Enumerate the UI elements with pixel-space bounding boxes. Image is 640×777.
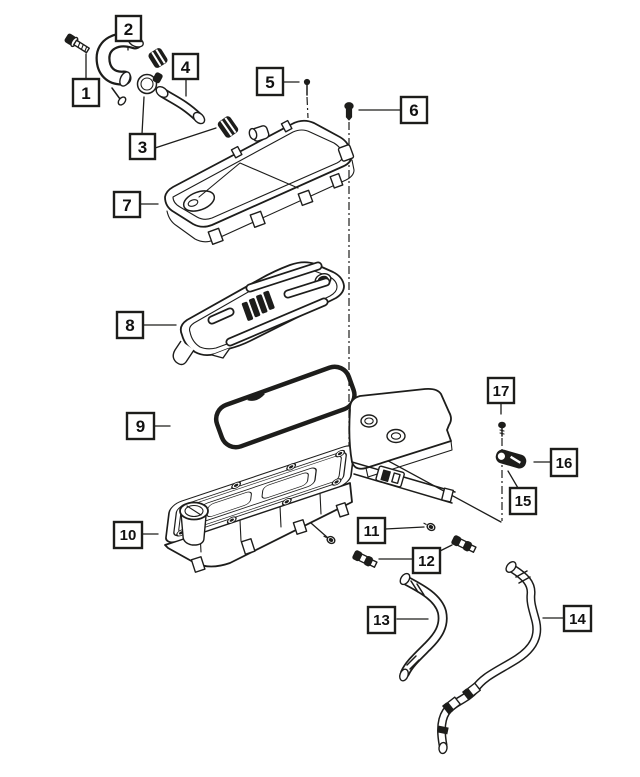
svg-text:5: 5	[265, 73, 274, 92]
callout-15[interactable]: 15	[508, 486, 538, 516]
pcv-tube-part	[436, 561, 542, 755]
leader-lines	[85, 40, 565, 620]
callouts: 1 2 3 4 5 6 7 8	[71, 14, 593, 635]
svg-text:4: 4	[181, 58, 191, 77]
svg-text:16: 16	[556, 455, 573, 472]
svg-text:15: 15	[515, 493, 532, 510]
bolt-part	[64, 33, 90, 54]
grommet-pin-parts	[323, 522, 436, 545]
svg-text:7: 7	[122, 196, 131, 215]
breather-hose-part	[155, 85, 206, 125]
callout-8[interactable]: 8	[115, 310, 145, 340]
svg-text:14: 14	[569, 611, 586, 628]
callout-2[interactable]: 2	[114, 14, 143, 43]
vent-hose-part	[399, 572, 448, 682]
side-rail	[351, 461, 456, 504]
svg-text:10: 10	[120, 527, 137, 544]
svg-text:11: 11	[364, 523, 380, 540]
callout-1[interactable]: 1	[71, 77, 101, 108]
svg-text:8: 8	[125, 316, 134, 335]
stud-pin-part	[303, 78, 311, 96]
bolt-bosses	[176, 449, 346, 537]
hose-fitting-parts	[352, 535, 477, 568]
insulator-cover-part	[172, 261, 345, 366]
callout-7[interactable]: 7	[112, 190, 142, 219]
callout-4[interactable]: 4	[171, 52, 200, 81]
svg-text:3: 3	[138, 138, 147, 157]
flange-plate	[348, 387, 453, 478]
gasket-part	[213, 364, 357, 450]
screw-part	[344, 102, 354, 121]
callout-9[interactable]: 9	[125, 411, 156, 441]
svg-text:1: 1	[81, 84, 90, 103]
callout-6[interactable]: 6	[399, 95, 429, 125]
svg-text:9: 9	[136, 417, 145, 436]
callout-11[interactable]: 11	[356, 516, 387, 545]
callout-13[interactable]: 13	[366, 605, 397, 635]
harness-clip-part	[495, 449, 527, 469]
svg-text:12: 12	[418, 553, 435, 570]
callout-5[interactable]: 5	[255, 66, 285, 97]
engine-cover-part	[164, 119, 355, 245]
callout-3[interactable]: 3	[128, 132, 157, 161]
callout-10[interactable]: 10	[112, 520, 144, 550]
clip-screw-part	[498, 421, 506, 437]
elbow-hose-part	[95, 32, 144, 106]
oil-filler-neck	[179, 501, 209, 546]
svg-text:17: 17	[493, 383, 510, 400]
clamp-parts	[136, 48, 239, 138]
callout-12[interactable]: 12	[411, 546, 442, 575]
callout-17[interactable]: 17	[486, 376, 516, 405]
centerlines	[306, 96, 503, 521]
svg-text:6: 6	[409, 101, 418, 120]
svg-text:2: 2	[124, 20, 133, 39]
cylinder-head-cover-part	[164, 387, 456, 573]
callout-14[interactable]: 14	[562, 604, 593, 633]
svg-text:13: 13	[373, 612, 390, 629]
callout-16[interactable]: 16	[549, 447, 579, 478]
